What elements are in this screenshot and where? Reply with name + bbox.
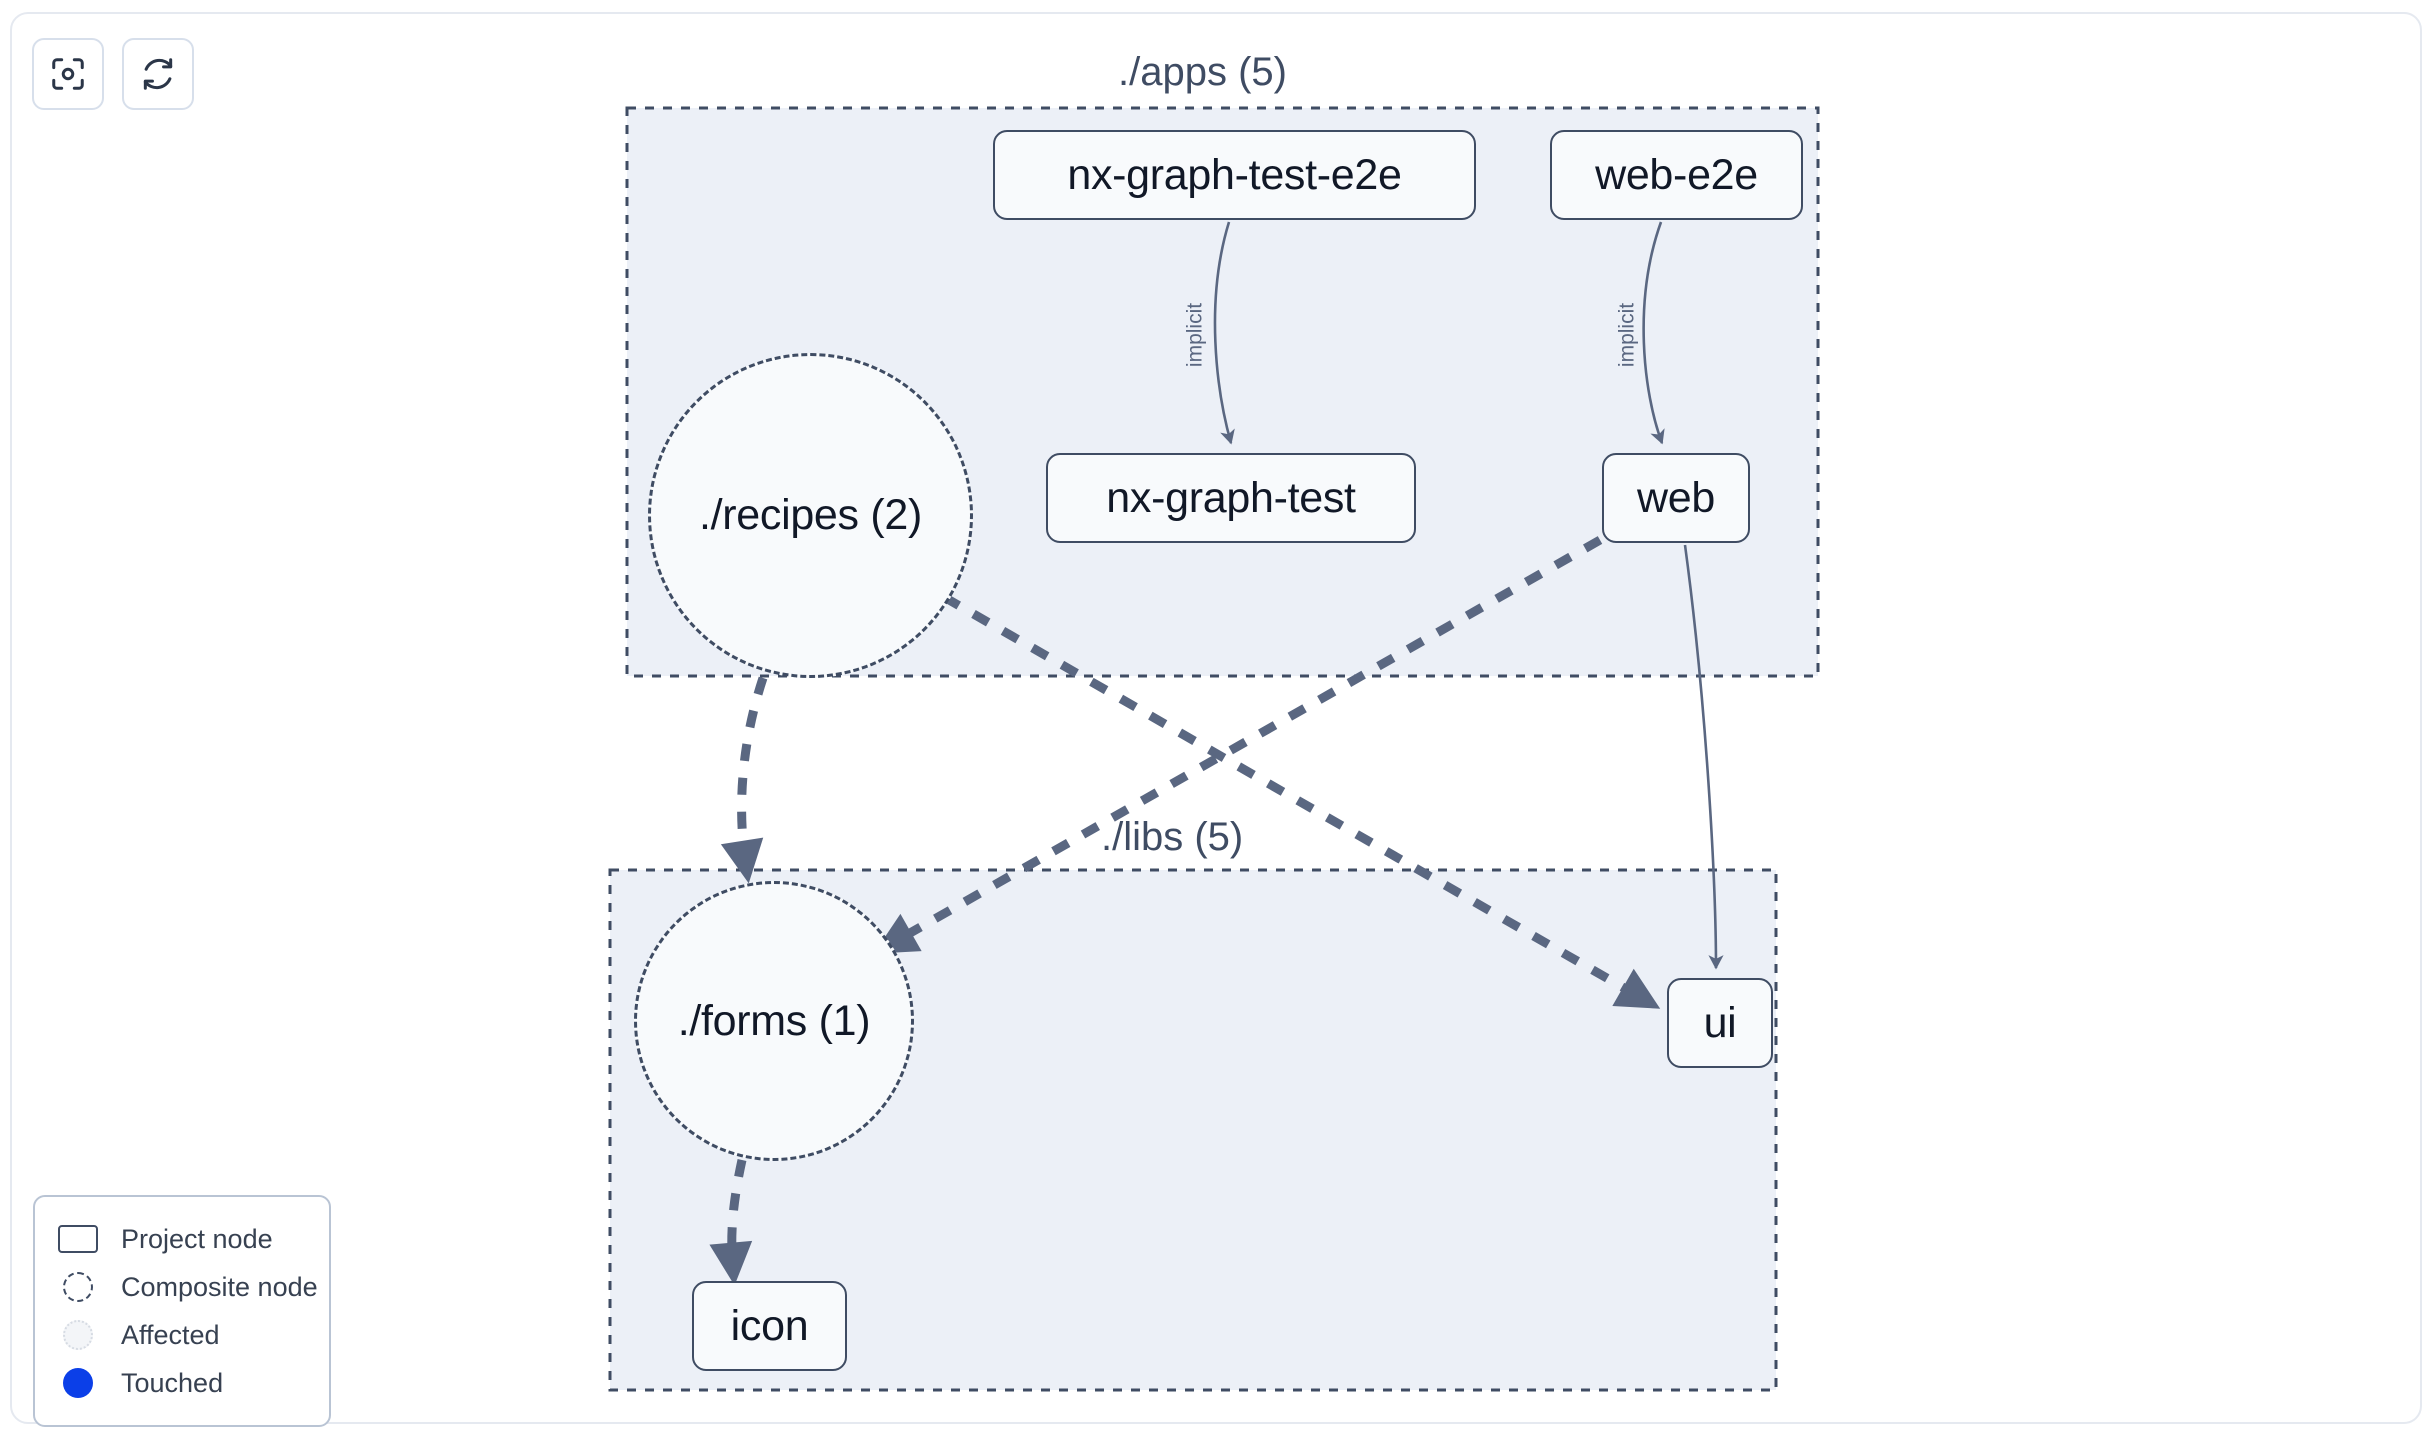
affected-swatch-icon (57, 1319, 99, 1351)
node-web[interactable]: web (1602, 453, 1750, 543)
legend-label-composite-node: Composite node (121, 1271, 318, 1302)
edge-web-e2e-to-web[interactable] (1642, 221, 1665, 445)
node-nx-graph-test[interactable]: nx-graph-test (1046, 453, 1416, 543)
edge-web-to-ui[interactable] (1683, 544, 1724, 970)
refresh-graph-button[interactable] (122, 38, 194, 110)
legend-item-affected: Affected (57, 1311, 313, 1359)
focus-target-icon (49, 55, 87, 93)
graph-legend: Project node Composite node Affected Tou… (33, 1195, 331, 1427)
node-forms[interactable]: ./forms (1) (634, 881, 914, 1161)
graph-toolbar (32, 38, 194, 110)
node-recipes[interactable]: ./recipes (2) (648, 353, 973, 678)
edge-label-implicit-1: implicit (1184, 303, 1207, 367)
legend-item-project-node: Project node (57, 1215, 313, 1263)
edge-web-to-forms[interactable] (873, 536, 1603, 954)
edge-recipes-to-forms[interactable] (720, 676, 768, 884)
legend-item-touched: Touched (57, 1359, 313, 1407)
composite-node-swatch-icon (57, 1271, 99, 1303)
project-node-swatch-icon (57, 1223, 99, 1255)
touched-swatch-icon (57, 1367, 99, 1399)
legend-label-touched: Touched (121, 1367, 224, 1398)
node-web-e2e[interactable]: web-e2e (1550, 130, 1803, 220)
refresh-icon (139, 55, 177, 93)
legend-label-affected: Affected (121, 1319, 220, 1350)
focus-graph-button[interactable] (32, 38, 104, 110)
legend-item-composite-node: Composite node (57, 1263, 318, 1311)
node-icon[interactable]: icon (692, 1281, 847, 1371)
legend-label-project-node: Project node (121, 1223, 273, 1254)
edge-label-implicit-2: implicit (1616, 303, 1639, 367)
node-nx-graph-test-e2e[interactable]: nx-graph-test-e2e (993, 130, 1476, 220)
edge-nx-graph-test-e2e-to-nx-graph-test[interactable] (1213, 221, 1235, 445)
node-ui[interactable]: ui (1667, 978, 1773, 1068)
edge-forms-to-icon[interactable] (709, 1159, 753, 1286)
